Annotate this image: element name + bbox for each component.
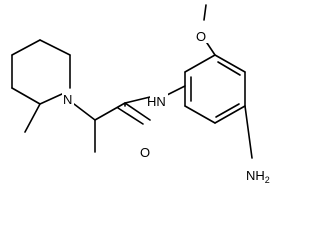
bond: [214, 105, 246, 124]
bond: [94, 102, 126, 121]
methyl-bond: [24, 103, 41, 133]
carbonyl-double-bond: [117, 107, 144, 125]
piperidine-nitrogen-label: N: [63, 92, 72, 107]
methoxy-methyl-bond: [203, 4, 207, 21]
amide-n-aryl-bond: [164, 85, 186, 97]
atom-labels: O N HN O NH2: [62, 27, 270, 185]
amine-label-text: NH: [246, 168, 265, 183]
amine-bond: [244, 105, 253, 159]
amine-subscript: 2: [265, 175, 270, 185]
amine-label: NH2: [246, 168, 270, 185]
structure-canvas: O N HN O NH2: [11, 4, 270, 185]
chemical-structure: O N HN O NH2: [11, 4, 270, 185]
piperidine-ring: [11, 39, 71, 133]
bond: [39, 39, 71, 56]
bond: [39, 93, 63, 105]
carbonyl-oxygen-label: O: [140, 145, 150, 160]
bond: [184, 54, 216, 73]
bond: [184, 105, 216, 124]
bond: [11, 87, 41, 105]
aromatic-inner-bond: [217, 61, 241, 76]
aromatic-inner-bond: [215, 103, 240, 118]
bond: [214, 54, 246, 73]
bond: [73, 103, 96, 121]
amide-nitrogen-label: HN: [147, 94, 166, 109]
bond: [11, 39, 41, 56]
amide-bond: [124, 96, 151, 104]
propanamide-chain: [73, 96, 151, 153]
carbonyl-bond: [124, 102, 151, 121]
benzene-ring: [164, 4, 253, 159]
methoxy-oxygen-label: O: [196, 29, 206, 44]
